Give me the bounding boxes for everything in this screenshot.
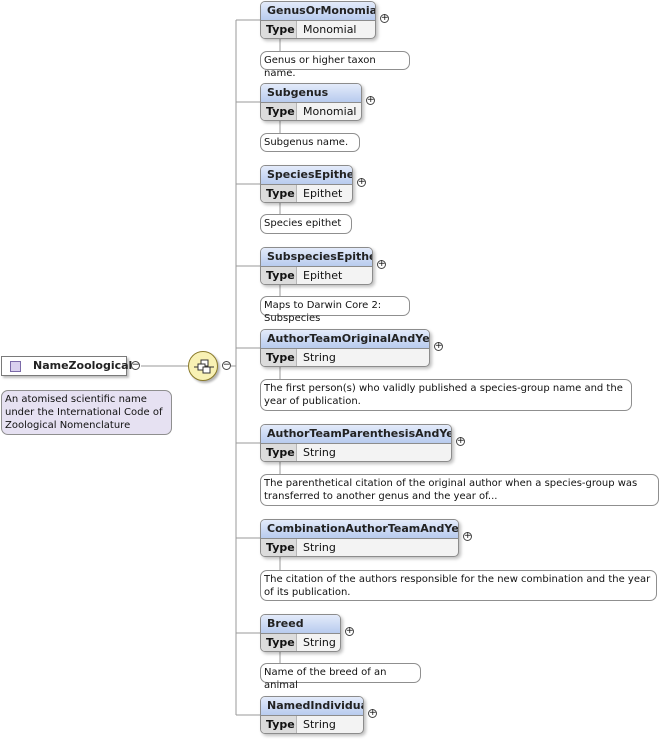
sequence-icon (194, 359, 214, 374)
element-documentation: Genus or higher taxon name. (260, 51, 410, 79)
root-element[interactable]: NameZoological (1, 356, 132, 376)
element-name: Subgenus (261, 84, 361, 103)
element-name: GenusOrMonomial (261, 2, 375, 21)
element-documentation: Maps to Darwin Core 2: Subspecies (260, 296, 410, 324)
type-label: Type (261, 21, 297, 38)
type-row: Type String (261, 444, 451, 461)
type-value: String (303, 446, 336, 459)
root-collapse-toggle[interactable]: − (131, 360, 140, 370)
type-label: Type (261, 444, 297, 461)
expand-toggle[interactable]: + (456, 436, 465, 446)
expand-toggle[interactable]: + (345, 626, 354, 636)
type-value: Monomial (303, 23, 357, 36)
expand-toggle[interactable]: + (380, 13, 389, 23)
type-label: Type (261, 349, 297, 366)
element-documentation: Subgenus name. (260, 133, 360, 152)
sequence-compositor[interactable] (188, 351, 218, 381)
type-value: String (303, 351, 336, 364)
type-row: Type String (261, 716, 363, 733)
type-label: Type (261, 539, 297, 556)
type-row: Type Epithet (261, 267, 372, 284)
type-label: Type (261, 716, 297, 733)
type-row: Type Monomial (261, 103, 361, 120)
element-name: CombinationAuthorTeamAndYear (261, 520, 458, 539)
type-row: Type String (261, 634, 340, 651)
type-row: Type Monomial (261, 21, 375, 38)
element-name: SubspeciesEpithet (261, 248, 372, 267)
type-value: String (303, 718, 336, 731)
type-value: Epithet (303, 269, 343, 282)
element-documentation: The citation of the authors responsible … (260, 570, 657, 601)
expand-toggle[interactable]: + (368, 708, 377, 718)
expand-toggle[interactable]: + (463, 531, 472, 541)
type-value: Epithet (303, 187, 343, 200)
sequence-collapse-toggle[interactable]: − (222, 360, 231, 370)
type-value: String (303, 541, 336, 554)
type-label: Type (261, 185, 297, 202)
element-documentation: Name of the breed of an animal (260, 663, 421, 691)
type-row: Type Epithet (261, 185, 352, 202)
element-name: AuthorTeamParenthesisAndYear (261, 425, 451, 444)
type-value: Monomial (303, 105, 357, 118)
expand-toggle[interactable]: + (377, 259, 386, 269)
type-label: Type (261, 103, 297, 120)
element-documentation: The first person(s) who validly publishe… (260, 379, 632, 411)
root-element-name: NameZoological (33, 359, 133, 372)
type-value: String (303, 636, 336, 649)
type-row: Type String (261, 349, 429, 366)
expand-toggle[interactable]: + (366, 95, 375, 105)
root-documentation: An atomised scientific name under the In… (1, 390, 172, 435)
type-label: Type (261, 267, 297, 284)
element-name: NamedIndividual (261, 697, 363, 716)
element-documentation: The parenthetical citation of the origin… (260, 474, 659, 506)
expand-toggle[interactable]: + (357, 177, 366, 187)
element-name: Breed (261, 615, 340, 634)
type-row: Type String (261, 539, 458, 556)
complex-type-icon (10, 361, 21, 372)
element-documentation: Species epithet (260, 214, 352, 234)
element-name: SpeciesEpithet (261, 166, 352, 185)
expand-toggle[interactable]: + (434, 341, 443, 351)
type-label: Type (261, 634, 297, 651)
element-name: AuthorTeamOriginalAndYear (261, 330, 429, 349)
